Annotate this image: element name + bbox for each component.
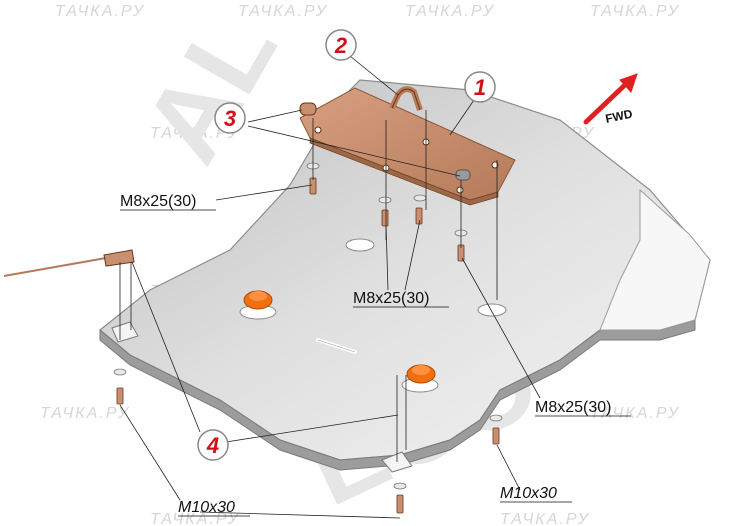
watermark: ТАЧКА.РУ — [238, 3, 328, 20]
callout-number: 4 — [206, 433, 219, 458]
rod-bracket — [103, 249, 135, 267]
watermark: ТАЧКА.РУ — [40, 405, 130, 422]
callout-3: 3 — [214, 102, 246, 134]
watermark: ТАЧКА.РУ — [500, 511, 590, 526]
watermark: ТАЧКА.РУ — [150, 511, 240, 526]
fastener-label-m10-left: M10x30 — [178, 499, 235, 516]
forward-direction-arrow: FWD — [583, 73, 638, 126]
watermark: ТАЧКА.РУ — [590, 3, 680, 20]
fastener-label-m10-right: M10x30 — [500, 485, 557, 502]
callout-1: 1 — [464, 71, 496, 103]
skid-plate — [99, 79, 711, 473]
callout-number: 2 — [334, 33, 348, 58]
callout-2: 2 — [325, 29, 357, 61]
callout-number: 1 — [474, 75, 486, 100]
watermark: ТАЧКА.РУ — [150, 125, 240, 142]
rubber-pads — [243, 290, 436, 384]
side-rod — [3, 257, 107, 277]
fwd-label: FWD — [604, 106, 634, 125]
assembly-lines — [119, 110, 498, 462]
callout-number: 3 — [224, 106, 236, 131]
ghost-brand-text: AL — [120, 0, 300, 182]
fastener-label-m8-right: M8x25(30) — [535, 399, 611, 416]
fastener-label-m8-left: M8x25(30) — [120, 193, 196, 210]
watermark: ТАЧКА.РУ — [405, 3, 495, 20]
fastener-label-m8-center: M8x25(30) — [353, 290, 429, 307]
watermark: ТАЧКА.РУ — [590, 405, 680, 422]
callout-4: 4 — [197, 429, 229, 461]
watermark: ТАЧКА.РУ — [55, 3, 145, 20]
leader-lines — [119, 55, 541, 519]
spacers — [299, 102, 471, 181]
